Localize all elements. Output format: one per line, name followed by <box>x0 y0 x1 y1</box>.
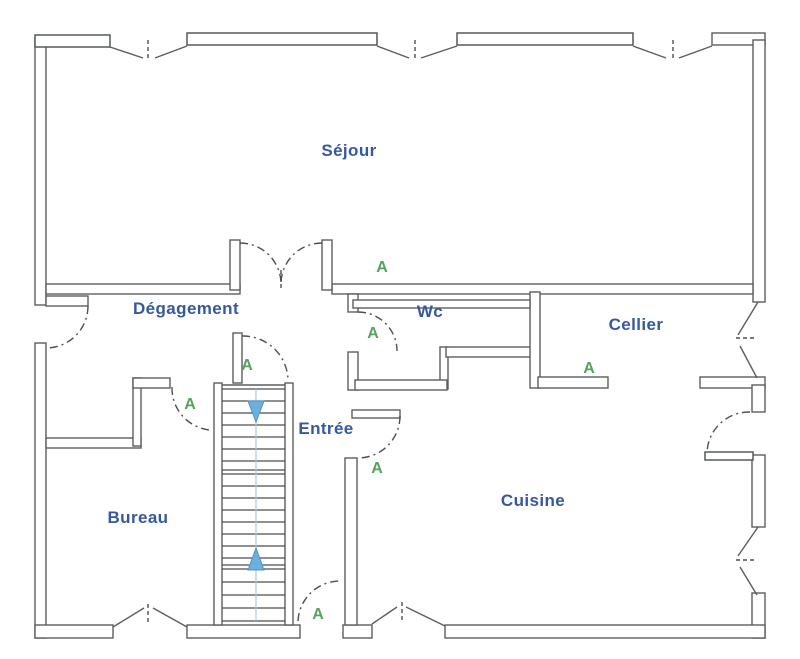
room-label-sejour: Séjour <box>321 141 376 160</box>
wall-segment <box>45 283 241 295</box>
stairs-down-arrow <box>247 400 265 424</box>
wall-segment <box>34 624 114 639</box>
wall-segment <box>186 624 301 639</box>
opening-jamb-line <box>405 606 446 627</box>
wall-segment <box>351 409 401 419</box>
opening-jamb-line <box>739 566 758 596</box>
layer-walls <box>34 32 766 639</box>
wall-segment <box>752 39 766 303</box>
wall-segment <box>342 624 373 639</box>
opening-jamb-line <box>739 345 758 379</box>
room-label-wc: Wc <box>417 302 443 321</box>
door-swing-arc <box>297 580 341 622</box>
layer-stairs <box>222 388 285 622</box>
wall-segment <box>699 376 766 389</box>
window <box>456 32 634 46</box>
wall-segment <box>445 346 533 358</box>
door-swing-arc <box>239 242 282 285</box>
wall-segment <box>321 239 333 291</box>
wall-segment <box>232 332 243 384</box>
door-label-6: A <box>371 460 383 477</box>
opening-jamb-line <box>376 45 410 59</box>
opening-jamb-line <box>737 526 759 557</box>
door-label-3: A <box>367 325 379 342</box>
door-swing-arc <box>171 386 211 431</box>
wall-segment <box>284 382 294 626</box>
opening-jamb-line <box>109 46 144 59</box>
room-label-entree: Entrée <box>298 419 353 438</box>
opening-jamb-line <box>678 45 713 59</box>
opening-jamb-line <box>420 45 458 59</box>
wall-segment <box>229 239 241 291</box>
room-label-cellier: Cellier <box>609 315 664 334</box>
wall-segment <box>331 283 754 295</box>
layer-arcs <box>45 242 751 622</box>
wall-segment <box>347 351 359 391</box>
door-label-4: A <box>241 357 253 374</box>
wall-segment <box>352 299 531 309</box>
wall-segment <box>354 379 448 391</box>
door-label-2: A <box>583 360 595 377</box>
opening-jamb-line <box>737 301 759 336</box>
wall-segment <box>34 37 47 306</box>
wall-segment <box>751 384 766 413</box>
door-swing-arc <box>357 415 401 459</box>
wall-segment <box>537 376 609 389</box>
door-swing-arc <box>45 305 89 349</box>
wall-segment <box>344 457 358 626</box>
wall-segment <box>529 291 541 389</box>
opening-jamb-line <box>371 606 398 625</box>
opening-jamb-line <box>154 45 188 59</box>
wall-segment <box>34 342 47 639</box>
door-label-5: A <box>184 396 196 413</box>
room-label-degagement: Dégagement <box>133 299 239 318</box>
wall-segment <box>444 624 766 639</box>
window <box>34 34 111 48</box>
door-swing-arc <box>357 311 398 352</box>
window <box>186 32 378 46</box>
opening-jamb-line <box>632 45 667 59</box>
wall-segment <box>751 454 766 528</box>
wall-segment <box>213 382 223 626</box>
wall-segment <box>711 32 766 46</box>
wall-segment <box>132 377 171 389</box>
layer-openings <box>109 40 759 628</box>
door-label-7: A <box>312 606 324 623</box>
opening-jamb-line <box>152 607 188 628</box>
door-label-1: A <box>376 259 388 276</box>
door-swing-arc <box>706 411 751 454</box>
window <box>704 451 754 461</box>
room-label-bureau: Bureau <box>108 508 169 527</box>
wall-segment <box>45 437 142 449</box>
stairs-up-arrow <box>247 546 265 571</box>
room-label-cuisine: Cuisine <box>501 491 565 510</box>
wall-segment <box>45 295 89 307</box>
opening-jamb-line <box>112 607 145 628</box>
door-swing-arc <box>280 242 323 285</box>
